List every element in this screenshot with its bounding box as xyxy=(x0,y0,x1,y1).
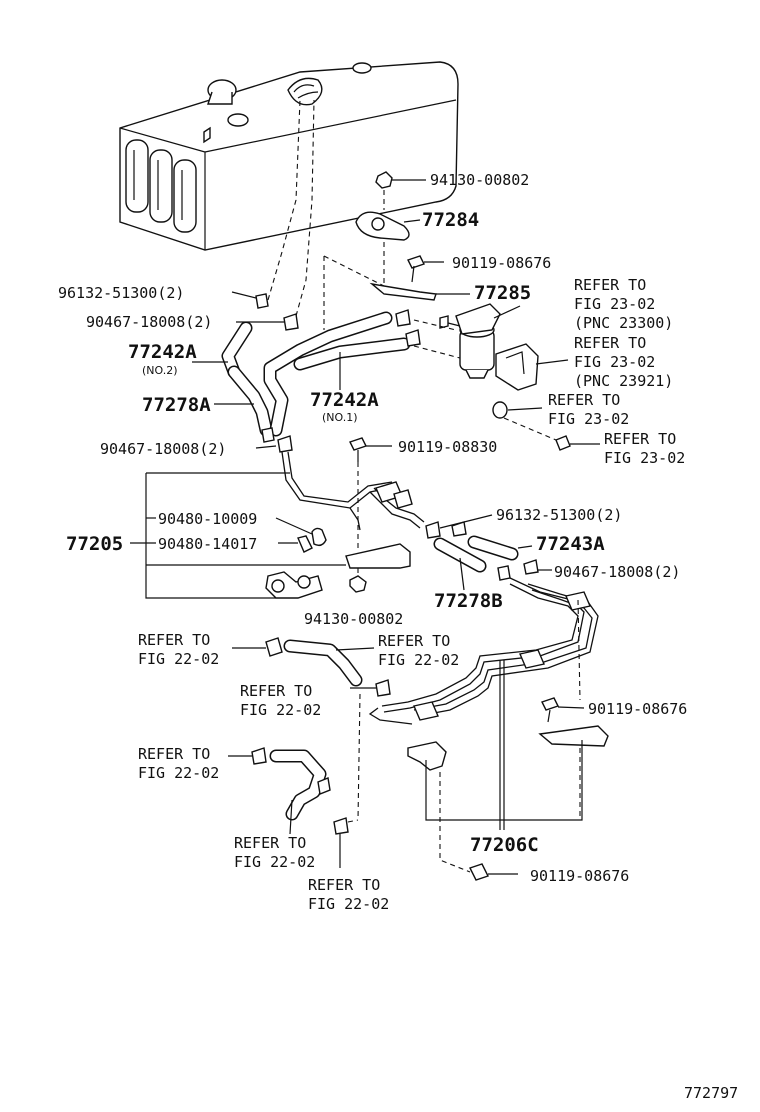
bracket-77205 xyxy=(345,543,411,569)
clip-90467-a xyxy=(236,99,315,331)
nut-94130-bottom xyxy=(349,575,367,593)
grommet-90480-10009 xyxy=(275,517,327,547)
ref-23921-line2: FIG 23-02 xyxy=(574,353,655,371)
ref-fig22-e-line1: REFER TO xyxy=(234,834,306,852)
clip-96132-a xyxy=(231,99,301,309)
ref-fig23-a-line2: FIG 23-02 xyxy=(548,410,629,428)
label-77242a-no1: 77242A xyxy=(310,389,379,411)
ref-fig23-a-line1: REFER TO xyxy=(548,391,620,409)
bolt-90119-a xyxy=(407,255,444,283)
ref-fig22-c-line2: FIG 22-02 xyxy=(240,701,321,719)
grommet-90480-14017 xyxy=(278,535,313,553)
bracket-77285 xyxy=(369,282,470,301)
label-90480-10009: 90480-10009 xyxy=(158,510,257,528)
clip-top-right-a xyxy=(395,309,421,347)
ref-23300-line3: (PNC 23300) xyxy=(574,314,673,332)
clip-fig22-mid xyxy=(350,679,391,821)
hose-77278a xyxy=(227,365,273,437)
label-90119-08676-b: 90119-08676 xyxy=(588,700,687,718)
labels: 94130-00802 77284 90119-08676 96132-5130… xyxy=(58,171,738,1102)
hose-fig22-lower xyxy=(228,747,331,835)
clamp-77284 xyxy=(355,211,421,241)
pipe-assembly-77205 xyxy=(281,451,425,531)
label-90467-18008-c: 90467-18008(2) xyxy=(554,563,680,581)
fuel-tank xyxy=(119,61,459,251)
clamp-77205-lower xyxy=(265,571,323,599)
ref-23921-line3: (PNC 23921) xyxy=(574,372,673,390)
label-90467-18008-a: 90467-18008(2) xyxy=(86,313,212,331)
label-77206c: 77206C xyxy=(470,834,539,856)
ref-fig22-c-line1: REFER TO xyxy=(240,682,312,700)
label-77285: 77285 xyxy=(474,282,531,304)
ref-23300-line2: FIG 23-02 xyxy=(574,295,655,313)
hose-77278b xyxy=(433,537,487,591)
bracket-77206c-left xyxy=(407,741,447,771)
label-90119-08830: 90119-08830 xyxy=(398,438,497,456)
hose-fig22-upper xyxy=(232,637,375,687)
ref-fig22-b-line2: FIG 22-02 xyxy=(378,651,459,669)
label-90119-08676-c: 90119-08676 xyxy=(530,867,629,885)
label-90480-14017: 90480-14017 xyxy=(158,535,257,553)
bracket-23921 xyxy=(495,343,569,391)
bolt-90119-08830 xyxy=(349,437,392,548)
label-96132-51300-a: 96132-51300(2) xyxy=(58,284,184,302)
ref-23921-line1: REFER TO xyxy=(574,334,646,352)
bracket-77206c-right xyxy=(538,725,609,747)
ref-fig22-b-line1: REFER TO xyxy=(378,632,450,650)
grommet-a xyxy=(492,401,543,419)
label-90467-18008-b: 90467-18008(2) xyxy=(100,440,226,458)
label-77278a: 77278A xyxy=(142,394,211,416)
figure-id: 772797 xyxy=(684,1084,738,1102)
label-77242a-no2-sub: (NO.2) xyxy=(142,364,178,377)
clip-96132-b xyxy=(425,514,493,539)
ref-fig23-b-line2: FIG 23-02 xyxy=(604,449,685,467)
bolt-90119-b xyxy=(541,697,585,723)
clip-90467-c xyxy=(497,559,552,581)
label-77242a-no2: 77242A xyxy=(128,341,197,363)
hose-77242a-no2 xyxy=(221,321,253,379)
label-77243a: 77243A xyxy=(536,533,605,555)
label-77284: 77284 xyxy=(422,209,479,231)
label-77278b: 77278B xyxy=(434,590,503,612)
label-77205: 77205 xyxy=(66,533,123,555)
label-96132-51300-b: 96132-51300(2) xyxy=(496,506,622,524)
ref-23300-line1: REFER TO xyxy=(574,276,646,294)
bolt-90119-c xyxy=(469,863,518,881)
vsv-valve xyxy=(439,303,521,379)
label-94130-00802-top: 94130-00802 xyxy=(430,171,529,189)
label-77242a-no1-sub: (NO.1) xyxy=(322,411,358,424)
label-90119-08676-a: 90119-08676 xyxy=(452,254,551,272)
ref-fig22-f-line2: FIG 22-02 xyxy=(308,895,389,913)
ref-fig23-b-line1: REFER TO xyxy=(604,430,676,448)
label-94130-00802-bottom: 94130-00802 xyxy=(304,610,403,628)
ref-fig22-d-line1: REFER TO xyxy=(138,745,210,763)
fuel-pipe-77206c xyxy=(368,577,599,725)
clip-fig22-bottom xyxy=(333,817,359,868)
ref-fig22-e-line2: FIG 22-02 xyxy=(234,853,315,871)
ref-fig22-d-line2: FIG 22-02 xyxy=(138,764,219,782)
ref-fig22-f-line1: REFER TO xyxy=(308,876,380,894)
grommet-b xyxy=(503,417,600,451)
ref-fig22-a-line1: REFER TO xyxy=(138,631,210,649)
clip-90467-b xyxy=(255,427,293,453)
ref-fig22-a-line2: FIG 22-02 xyxy=(138,650,219,668)
hose-77243a xyxy=(467,535,533,561)
nut-94130-top xyxy=(375,171,426,189)
